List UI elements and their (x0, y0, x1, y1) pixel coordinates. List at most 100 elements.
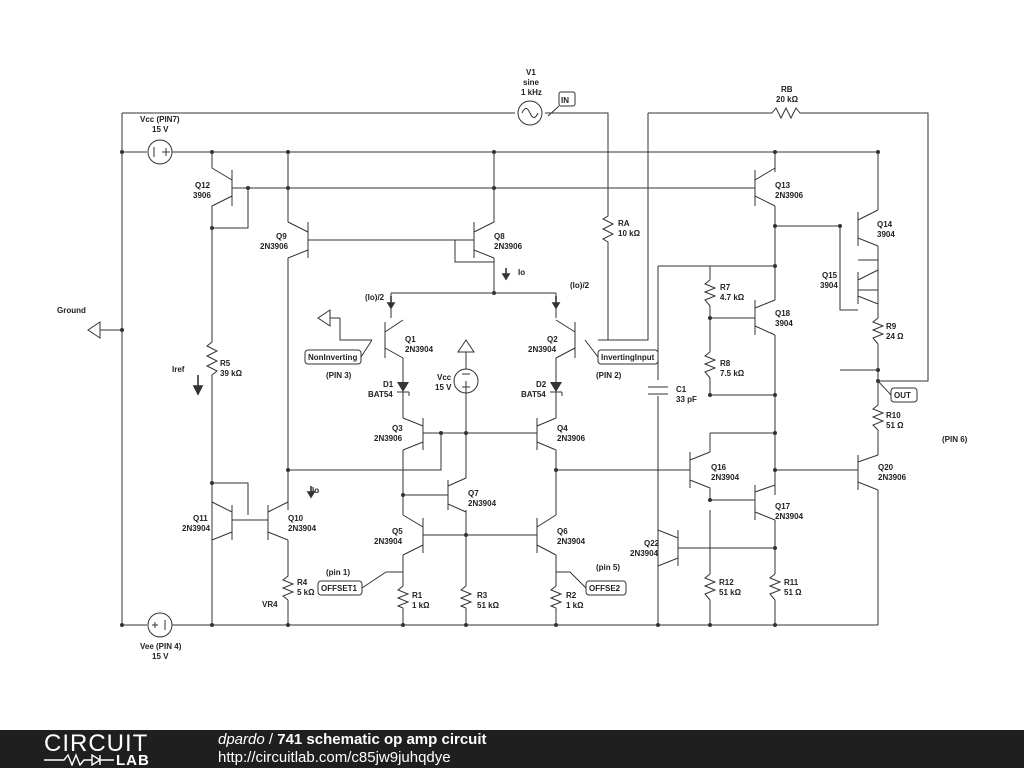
net-tags (304, 91, 918, 596)
label-r9-val: 24 Ω (886, 332, 904, 341)
label-q16: Q16 (711, 463, 727, 472)
label-q2: Q2 (547, 335, 558, 344)
label-q11: Q11 (193, 514, 208, 523)
label-v1-freq: 1 kHz (521, 88, 542, 97)
label-r7-val: 4.7 kΩ (720, 293, 745, 302)
label-r8-val: 7.5 kΩ (720, 369, 745, 378)
logo-wave-icon (44, 753, 114, 766)
label-io: Io (518, 268, 525, 277)
label-d1-part: BAT54 (368, 390, 393, 399)
logo-text-lab: LAB (116, 752, 150, 769)
label-pin6: (PIN 6) (942, 435, 968, 444)
label-vr4: VR4 (262, 600, 278, 609)
label-q3: Q3 (392, 424, 403, 433)
label-q13-part: 2N3906 (775, 191, 804, 200)
label-v1-type: sine (523, 78, 540, 87)
label-io-2: Io (312, 486, 319, 495)
label-q17: Q17 (775, 502, 791, 511)
label-q11-part: 2N3904 (182, 524, 211, 533)
tag-invertinginput: InvertingInput (601, 353, 655, 362)
label-vcc: Vcc (PIN7) (140, 115, 180, 124)
label-c1: C1 (676, 385, 687, 394)
label-r3-val: 51 kΩ (477, 601, 500, 610)
label-q16-part: 2N3904 (711, 473, 740, 482)
label-q22-part: 2N3904 (630, 549, 659, 558)
label-pin2: (PIN 2) (596, 371, 622, 380)
label-r11: R11 (784, 578, 799, 587)
schematic-canvas: V1 sine 1 kHz IN RB 20 kΩ Vcc (PIN7) 15 … (57, 68, 968, 661)
circuitlab-logo[interactable]: CIRCUIT LAB (44, 730, 174, 769)
label-r7: R7 (720, 283, 731, 292)
label-q7: Q7 (468, 489, 479, 498)
author-link[interactable]: dpardo (218, 731, 265, 748)
label-r11-val: 51 Ω (784, 588, 802, 597)
label-r5: R5 (220, 359, 231, 368)
label-d2: D2 (536, 380, 547, 389)
ground-symbols (87, 309, 475, 369)
label-q10-part: 2N3904 (288, 524, 317, 533)
label-ra: RA (618, 219, 630, 228)
label-q5: Q5 (392, 527, 403, 536)
label-ra-val: 10 kΩ (618, 229, 641, 238)
label-q20: Q20 (878, 463, 894, 472)
tag-in: IN (561, 96, 569, 105)
labels: V1 sine 1 kHz IN RB 20 kΩ Vcc (PIN7) 15 … (57, 68, 968, 661)
title-separator: / (264, 731, 278, 748)
tag-offset1: OFFSET1 (321, 584, 358, 593)
current-arrows (192, 268, 561, 499)
label-q14: Q14 (877, 220, 893, 229)
label-r12: R12 (719, 578, 734, 587)
label-q18-part: 3904 (775, 319, 793, 328)
tag-out: OUT (894, 391, 911, 400)
label-q6-part: 2N3904 (557, 537, 586, 546)
label-r4-val: 5 kΩ (297, 588, 315, 597)
label-c1-val: 33 pF (676, 395, 697, 404)
label-q15: Q15 (822, 271, 838, 280)
label-q8: Q8 (494, 232, 505, 241)
label-r2-val: 1 kΩ (566, 601, 584, 610)
label-q13: Q13 (775, 181, 791, 190)
label-q5-part: 2N3904 (374, 537, 403, 546)
label-q6: Q6 (557, 527, 568, 536)
label-q1: Q1 (405, 335, 416, 344)
label-r10-val: 51 Ω (886, 421, 904, 430)
label-q2-part: 2N3904 (528, 345, 557, 354)
label-q10: Q10 (288, 514, 304, 523)
diodes (397, 382, 563, 396)
label-q4-part: 2N3906 (557, 434, 586, 443)
circuit-title: 741 schematic op amp circuit (277, 731, 487, 748)
label-q3-part: 2N3906 (374, 434, 403, 443)
label-r9: R9 (886, 322, 897, 331)
label-r1: R1 (412, 591, 423, 600)
tag-offse2: OFFSE2 (589, 584, 621, 593)
label-r10: R10 (886, 411, 901, 420)
label-pin3: (PIN 3) (326, 371, 352, 380)
capacitor-c1 (648, 386, 668, 395)
label-q15-part: 3904 (820, 281, 838, 290)
logo-text-circuit: CIRCUIT (44, 730, 149, 757)
label-q9: Q9 (276, 232, 287, 241)
circuit-url[interactable]: http://circuitlab.com/c85jw9juhqdye (218, 749, 451, 766)
label-q18: Q18 (775, 309, 791, 318)
label-r2: R2 (566, 591, 577, 600)
label-r3: R3 (477, 591, 488, 600)
label-q20-part: 2N3906 (878, 473, 907, 482)
footer-title: dpardo / 741 schematic op amp circuit (218, 731, 487, 748)
label-vee-val: 15 V (152, 652, 169, 661)
label-r8: R8 (720, 359, 731, 368)
label-iref: Iref (172, 365, 185, 374)
label-d1: D1 (383, 380, 394, 389)
label-io-half-left: (Io)/2 (365, 293, 385, 302)
label-vee: Vee (PIN 4) (140, 642, 182, 651)
label-vcc-val: 15 V (152, 125, 169, 134)
resistors (205, 106, 885, 609)
label-vcc-mid: Vcc (437, 373, 452, 382)
label-q22: Q22 (644, 539, 660, 548)
label-q4: Q4 (557, 424, 568, 433)
label-q9-part: 2N3906 (260, 242, 289, 251)
label-q7-part: 2N3904 (468, 499, 497, 508)
label-vcc-mid-val: 15 V (435, 383, 452, 392)
wires (121, 112, 929, 626)
label-q12-part: 3906 (193, 191, 211, 200)
label-q1-part: 2N3904 (405, 345, 434, 354)
